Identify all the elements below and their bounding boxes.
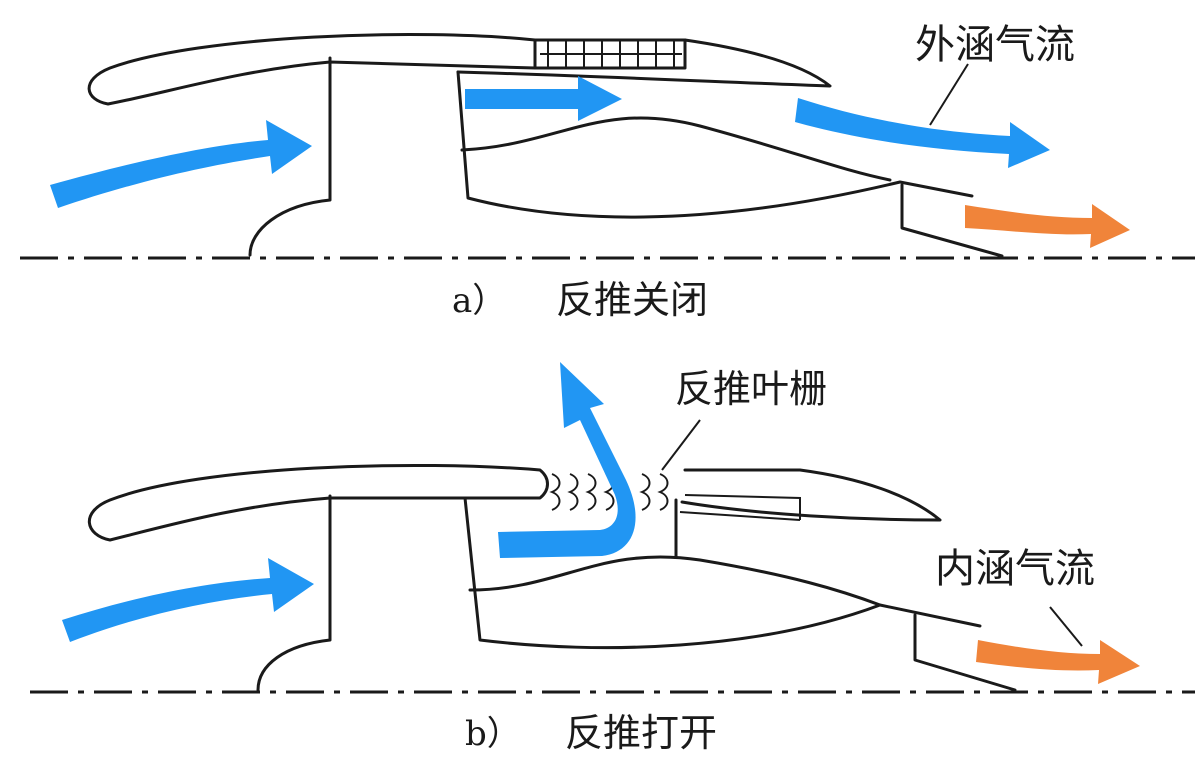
reverse-flow-arrow-b <box>498 362 636 558</box>
cascade-block-closed <box>533 38 687 70</box>
caption-a-letter: a） <box>452 281 506 321</box>
sleeve-inner-b <box>679 494 801 521</box>
cascade-coils-open <box>549 473 669 511</box>
fan-frame-b <box>256 494 332 692</box>
cascade-leader-line <box>661 419 701 471</box>
core-cowl-b <box>463 496 982 650</box>
nacelle-aft-a <box>456 38 832 88</box>
nacelle-b <box>87 463 549 542</box>
core-flow-label: 内涵气流 <box>935 546 1095 592</box>
core-exit-arrow-a <box>965 204 1130 248</box>
core-hump-a <box>460 116 892 182</box>
bypass-leader-line <box>929 63 969 126</box>
core-leader-line <box>1049 606 1083 647</box>
core-exit-arrow-b <box>976 640 1140 684</box>
cascade-label: 反推叶栅 <box>675 367 827 411</box>
caption-b-text: 反推打开 <box>565 711 717 755</box>
core-nozzle-b <box>913 613 1017 692</box>
caption-a-text: 反推关闭 <box>556 278 708 322</box>
cascade-coils-closed <box>540 41 682 67</box>
core-cowl-a <box>456 70 974 219</box>
core-nozzle-a <box>900 183 1004 258</box>
inlet-arrow-a <box>50 120 312 208</box>
nacelle-a <box>87 33 537 106</box>
nacelle-aft-b <box>680 468 942 522</box>
bypass-arrow-inner-a <box>465 76 622 121</box>
core-hump-b <box>468 555 882 607</box>
bypass-flow-label: 外涵气流 <box>915 22 1075 68</box>
fan-frame-a <box>248 56 332 257</box>
panel-b-reverser-open <box>30 362 1195 694</box>
caption-b-letter: b） <box>465 714 521 754</box>
bypass-exit-arrow-a <box>795 98 1050 168</box>
panel-a-reverser-closed <box>20 33 1195 260</box>
inlet-arrow-b <box>62 558 314 642</box>
